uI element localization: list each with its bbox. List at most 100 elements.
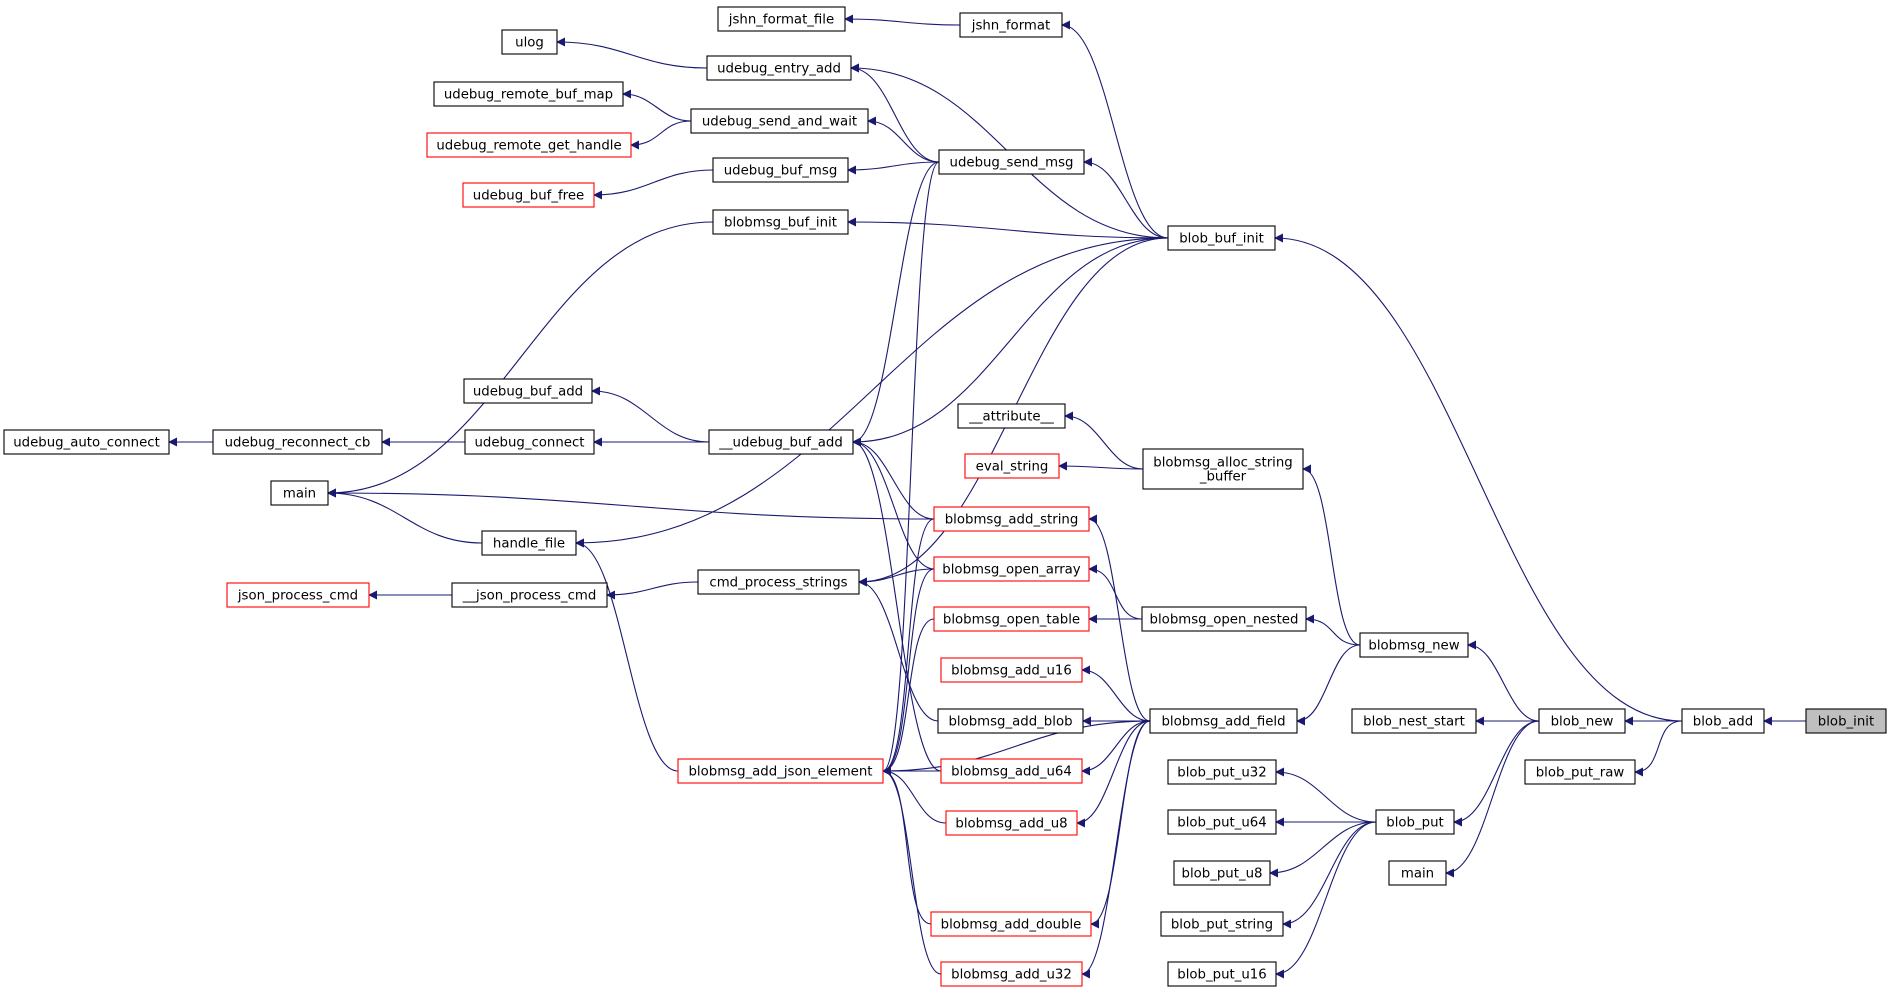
node-udebug-buf-free[interactable]: udebug_buf_free bbox=[462, 182, 595, 208]
node-label: blob_put_u16 bbox=[1177, 968, 1266, 983]
node-jshn-format[interactable]: jshn_format bbox=[959, 12, 1063, 38]
node-blob-buf-init[interactable]: blob_buf_init bbox=[1167, 225, 1276, 251]
node-json-process-cmd-int[interactable]: __json_process_cmd bbox=[451, 582, 608, 608]
node-label: blob_buf_init bbox=[1179, 232, 1264, 247]
node-blobmsg-add-json-element[interactable]: blobmsg_add_json_element bbox=[677, 758, 884, 784]
node-label: udebug_connect bbox=[474, 436, 584, 451]
edge-json_process_cmd_int-cmd_process_strings bbox=[606, 581, 699, 600]
node-udebug-send-msg[interactable]: udebug_send_msg bbox=[938, 149, 1085, 175]
node-label: blob_init bbox=[1818, 715, 1874, 730]
node-blobmsg-new[interactable]: blobmsg_new bbox=[1359, 632, 1469, 658]
node-blobmsg-add-blob[interactable]: blobmsg_add_blob bbox=[937, 708, 1084, 734]
node-jshn-format-file[interactable]: jshn_format_file bbox=[717, 6, 846, 32]
edge-udebug_buf_add_int-blobmsg_add_u64 bbox=[852, 437, 942, 772]
node-label: __json_process_cmd bbox=[462, 589, 597, 604]
edge-udebug_send_and_wait-udebug_send_msg bbox=[867, 116, 940, 163]
node-blob-put-string[interactable]: blob_put_string bbox=[1160, 911, 1284, 937]
nodes-layer: blob_initblob_addblob_newblob_put_rawblo… bbox=[3, 6, 1887, 987]
node-blobmsg-open-nested[interactable]: blobmsg_open_nested bbox=[1141, 606, 1307, 632]
node-box bbox=[937, 708, 1084, 734]
node-blobmsg-open-array[interactable]: blobmsg_open_array bbox=[933, 556, 1090, 582]
node-udebug-reconnect-cb[interactable]: udebug_reconnect_cb bbox=[212, 429, 383, 455]
node-box bbox=[1681, 708, 1765, 734]
node-udebug-buf-add-int[interactable]: __udebug_buf_add bbox=[708, 429, 854, 455]
node-ulog[interactable]: ulog bbox=[501, 29, 558, 55]
node-box bbox=[964, 453, 1060, 479]
edge-udebug_buf_add-udebug_buf_add_int bbox=[591, 386, 710, 443]
node-box bbox=[940, 758, 1083, 784]
node-blob-put-u8[interactable]: blob_put_u8 bbox=[1173, 860, 1271, 886]
node-eval-string[interactable]: eval_string bbox=[964, 453, 1060, 479]
node-box bbox=[1524, 759, 1636, 785]
edge-blobmsg_add_u32-blobmsg_add_field bbox=[1081, 720, 1151, 979]
node-blobmsg-open-table[interactable]: blobmsg_open_table bbox=[933, 606, 1090, 632]
node-blobmsg-add-u64[interactable]: blobmsg_add_u64 bbox=[940, 758, 1083, 784]
node-blobmsg-add-u16[interactable]: blobmsg_add_u16 bbox=[940, 657, 1083, 683]
node-blob-add[interactable]: blob_add bbox=[1681, 708, 1765, 734]
node-box bbox=[717, 6, 846, 32]
node-udebug-remote-get-handle[interactable]: udebug_remote_get_handle bbox=[426, 132, 632, 158]
node-cmd-process-strings[interactable]: cmd_process_strings bbox=[697, 569, 860, 595]
edge-ulog-udebug_entry_add bbox=[556, 37, 708, 69]
node-label: ulog bbox=[515, 36, 544, 51]
node-blob-put-u32[interactable]: blob_put_u32 bbox=[1167, 759, 1277, 785]
node-blobmsg-add-u32[interactable]: blobmsg_add_u32 bbox=[940, 961, 1083, 987]
node-blobmsg-add-double[interactable]: blobmsg_add_double bbox=[930, 911, 1092, 937]
edge-main2-blob_new bbox=[1445, 720, 1540, 878]
node-udebug-buf-add[interactable]: udebug_buf_add bbox=[463, 378, 593, 404]
node-udebug-remote-buf-map[interactable]: udebug_remote_buf_map bbox=[433, 81, 624, 107]
node-blob-put-u16[interactable]: blob_put_u16 bbox=[1167, 961, 1277, 987]
node-blob-put[interactable]: blob_put bbox=[1375, 809, 1455, 835]
node-box bbox=[930, 911, 1092, 937]
node-label: main bbox=[283, 487, 316, 502]
node-label: blob_new bbox=[1551, 715, 1614, 730]
node-label: udebug_send_msg bbox=[950, 156, 1074, 171]
node-udebug-send-and-wait[interactable]: udebug_send_and_wait bbox=[690, 108, 869, 134]
node-blobmsg-buf-init[interactable]: blobmsg_buf_init bbox=[712, 209, 849, 235]
node-udebug-auto-connect[interactable]: udebug_auto_connect bbox=[3, 429, 170, 455]
node-blob-nest-start[interactable]: blob_nest_start bbox=[1351, 708, 1477, 734]
edge-blobmsg_add_json_element-blobmsg_add_u8 bbox=[882, 766, 947, 824]
node-blobmsg-add-u8[interactable]: blobmsg_add_u8 bbox=[945, 810, 1078, 836]
node-handle-file[interactable]: handle_file bbox=[481, 530, 577, 556]
node-blob-put-u64[interactable]: blob_put_u64 bbox=[1167, 809, 1277, 835]
node-label: udebug_entry_add bbox=[717, 62, 841, 77]
node-blobmsg-add-field[interactable]: blobmsg_add_field bbox=[1149, 708, 1298, 734]
node-box bbox=[481, 530, 577, 556]
edge-blob_put_u8-blob_put bbox=[1269, 821, 1377, 878]
node-label: udebug_remote_get_handle bbox=[436, 139, 621, 154]
node-box bbox=[697, 569, 860, 595]
node-label: eval_string bbox=[976, 460, 1049, 475]
edge-blob_put_u16-blob_put bbox=[1275, 821, 1377, 979]
node-box bbox=[712, 157, 849, 183]
edge-blob_buf_init-blob_add bbox=[1274, 233, 1683, 722]
edge-udebug_send_msg-blob_buf_init bbox=[1083, 157, 1169, 239]
node-box bbox=[1141, 606, 1307, 632]
edge-udebug_buf_msg-udebug_send_msg bbox=[847, 161, 940, 175]
node-label: jshn_format_file bbox=[728, 13, 834, 28]
node-box bbox=[464, 429, 595, 455]
node-main1[interactable]: main bbox=[270, 480, 329, 506]
node-blobmsg-add-string[interactable]: blobmsg_add_string bbox=[933, 506, 1090, 532]
node-box bbox=[1538, 708, 1626, 734]
node-blob-put-raw[interactable]: blob_put_raw bbox=[1524, 759, 1636, 785]
node-label: blob_put bbox=[1386, 816, 1443, 831]
node-box bbox=[1388, 860, 1447, 886]
node-udebug-entry-add[interactable]: udebug_entry_add bbox=[706, 55, 852, 81]
node-box bbox=[1173, 860, 1271, 886]
node-blob-new[interactable]: blob_new bbox=[1538, 708, 1626, 734]
node-udebug-buf-msg[interactable]: udebug_buf_msg bbox=[712, 157, 849, 183]
node-json-process-cmd[interactable]: json_process_cmd bbox=[226, 582, 370, 608]
node-attribute[interactable]: __attribute__ bbox=[957, 403, 1066, 429]
node-blobmsg-alloc-string-buffer[interactable]: blobmsg_alloc_string_buffer bbox=[1142, 448, 1304, 490]
edge-udebug_buf_add_int-blobmsg_open_array bbox=[852, 437, 935, 570]
edge-blobmsg_add_json_element-blobmsg_add_double bbox=[882, 766, 932, 925]
node-label: udebug_buf_free bbox=[473, 189, 584, 204]
node-box bbox=[940, 657, 1083, 683]
node-main2[interactable]: main bbox=[1388, 860, 1447, 886]
node-label: blobmsg_add_blob bbox=[948, 715, 1072, 730]
node-box bbox=[708, 429, 854, 455]
node-box bbox=[1805, 708, 1887, 734]
node-udebug-connect[interactable]: udebug_connect bbox=[464, 429, 595, 455]
node-box bbox=[1167, 225, 1276, 251]
